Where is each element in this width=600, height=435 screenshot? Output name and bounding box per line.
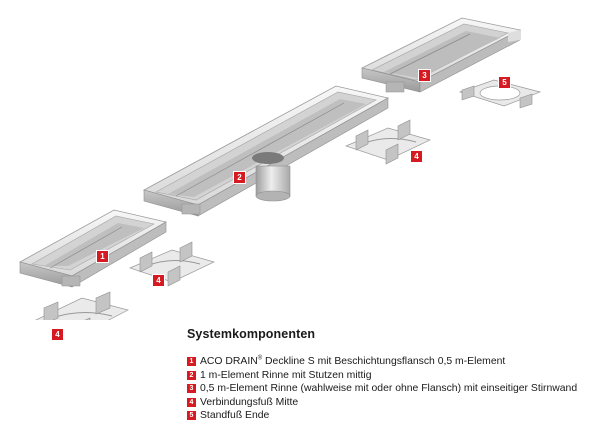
legend-item-text: ACO DRAIN® Deckline S mit Beschichtungsf… — [200, 355, 506, 368]
callout-1: 1 — [96, 250, 109, 263]
legend-number-badge: 2 — [187, 370, 196, 380]
legend-item-text: 1 m-Element Rinne mit Stutzen mittig — [200, 369, 372, 381]
channel-element-1 — [18, 209, 168, 288]
legend-number-badge: 3 — [187, 384, 196, 394]
legend-item-text: 0,5 m-Element Rinne (wahlweise mit oder … — [200, 383, 578, 395]
callout-5: 5 — [498, 76, 511, 89]
callout-4-middle: 4 — [152, 274, 165, 287]
legend-title: Systemkomponenten — [187, 327, 316, 341]
legend-item-2: 2 1 m-Element Rinne mit Stutzen mittig — [187, 369, 597, 383]
legend-number-badge: 5 — [187, 411, 196, 421]
connecting-foot-bottom-left — [35, 291, 129, 320]
legend-item-text: Verbindungsfuß Mitte — [200, 396, 299, 408]
channel-element-3 — [360, 17, 522, 93]
legend-number-badge: 4 — [187, 397, 196, 407]
legend: Systemkomponenten 1 ACO DRAIN® Deckline … — [187, 327, 597, 423]
channel-element-2 — [142, 85, 390, 217]
callout-3: 3 — [418, 69, 431, 82]
legend-item-4: 4 Verbindungsfuß Mitte — [187, 396, 597, 410]
connecting-foot-right — [345, 119, 431, 165]
legend-number-badge: 1 — [187, 357, 196, 367]
connecting-foot-middle — [129, 241, 215, 287]
drain-system-diagram — [18, 17, 542, 320]
legend-item-text: Standfuß Ende — [200, 410, 270, 422]
callout-4-right: 4 — [410, 150, 423, 163]
legend-item-5: 5 Standfuß Ende — [187, 409, 597, 423]
callout-2: 2 — [233, 171, 246, 184]
legend-item-1: 1 ACO DRAIN® Deckline S mit Beschichtung… — [187, 355, 597, 369]
end-foot — [458, 79, 542, 109]
callout-4-bottom-left: 4 — [51, 328, 64, 341]
legend-item-3: 3 0,5 m-Element Rinne (wahlweise mit ode… — [187, 382, 597, 396]
